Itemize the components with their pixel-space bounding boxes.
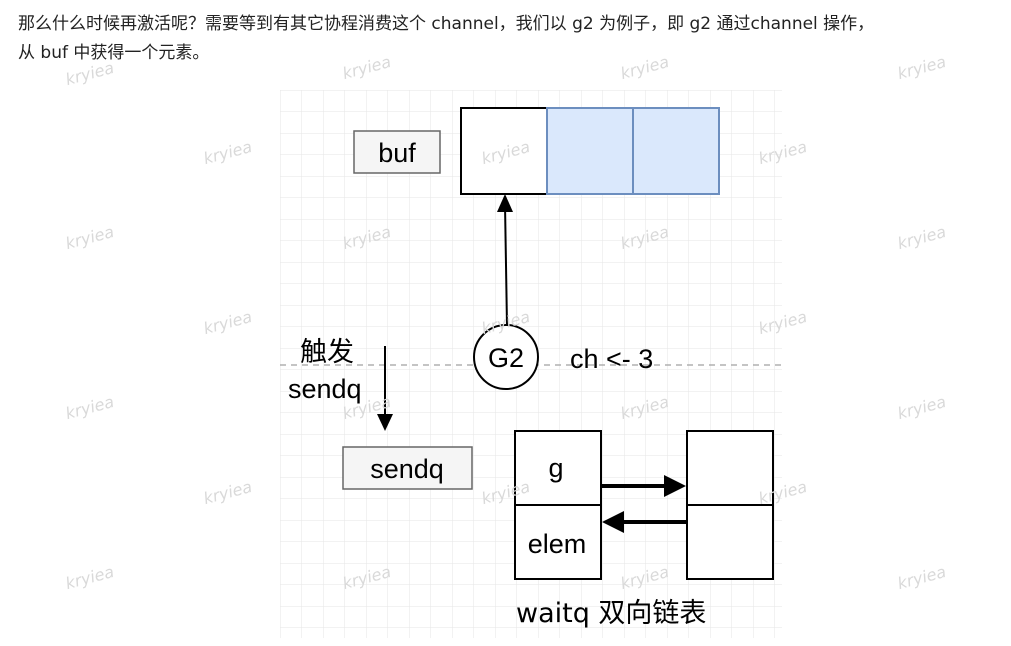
next-pointer-arrowhead xyxy=(664,475,686,497)
description-line-2: 从 buf 中获得一个元素。 xyxy=(18,43,210,63)
waitq-node-elem xyxy=(514,504,602,580)
buf-slot-0 xyxy=(460,107,548,195)
waitq-node-g xyxy=(514,430,602,506)
buf-label-box xyxy=(353,130,441,174)
buf-slot-2 xyxy=(632,107,720,195)
trigger-sub-label: sendq xyxy=(288,374,362,404)
trigger-label: 触发 xyxy=(300,337,354,368)
g2-label: G2 xyxy=(488,343,524,373)
prev-pointer-arrowhead xyxy=(602,511,624,533)
sendq-label: sendq xyxy=(370,454,444,484)
node-g-label: g xyxy=(548,453,563,483)
waitq-node-next-bottom xyxy=(686,504,774,580)
g2-circle xyxy=(473,324,539,390)
sendq-label-box xyxy=(342,446,473,490)
trigger-arrowhead xyxy=(377,414,393,431)
description-paragraph: 那么什么时候再激活呢？需要等到有其它协程消费这个 channel，我们以 g2 … xyxy=(18,10,1008,68)
node-elem-label: elem xyxy=(528,529,587,559)
buf-slot-1 xyxy=(546,107,634,195)
description-line-1: 那么什么时候再激活呢？需要等到有其它协程消费这个 channel，我们以 g2 … xyxy=(18,14,875,34)
op-label: ch <- 3 xyxy=(570,344,653,374)
waitq-node-next-top xyxy=(686,430,774,506)
g2-to-buf-arrow xyxy=(504,203,508,327)
g2-to-buf-arrowhead xyxy=(497,194,513,212)
buf-label: buf xyxy=(378,138,416,168)
waitq-label: waitq 双向链表 xyxy=(516,598,706,629)
